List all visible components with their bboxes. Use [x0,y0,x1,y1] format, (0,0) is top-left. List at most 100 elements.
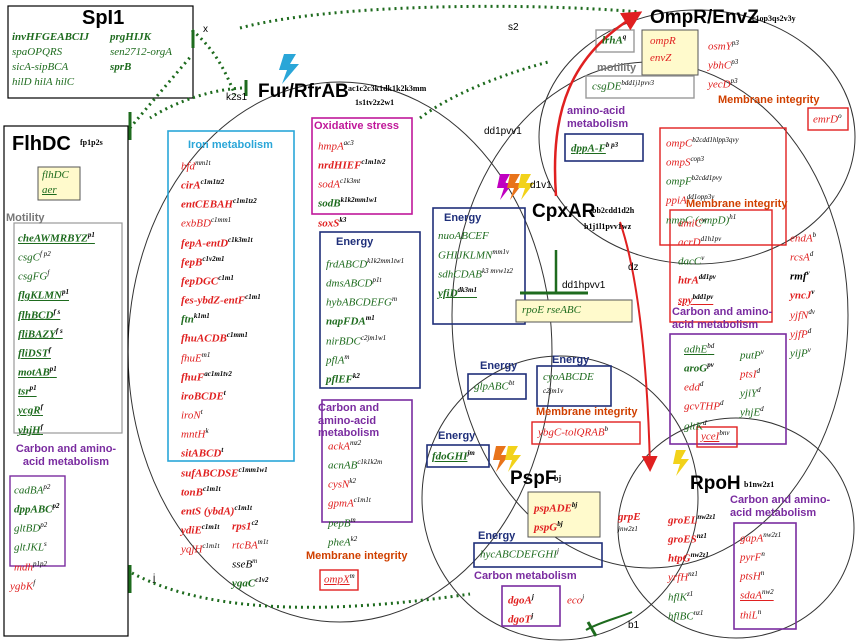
glpabc-box [467,373,527,400]
gene-entry: yjfPd [790,324,816,343]
gene-name: cadBA [14,484,44,497]
gene-reference: w [701,216,707,224]
rpoe-box [515,299,633,323]
gene-name: htrA [678,275,699,288]
gene-reference: d [807,326,812,335]
edge-label-b1: b1 [628,620,640,631]
edge-label-j: j [153,573,156,584]
spi1-gene: sprB [110,61,132,73]
hyc-box [473,542,603,568]
fur-energy-title: Energy [336,236,374,248]
gene-entry: dgoTj [508,609,534,628]
gene-reference: p1 [62,288,69,297]
gene-entry: htpGnw2z1 [668,548,716,567]
gene-entry: yecDp3 [708,74,739,93]
gene-name: fliDST [18,347,49,360]
gene-reference: b2cdd1hlpp3qvy [692,136,739,144]
gene-name: ptsH [740,570,761,583]
gene-reference: p1 [87,231,95,239]
gene-reference: ac1m1tv2 [204,369,232,378]
gene-reference: dk3m1 [457,285,477,294]
gene-name: ppiA [666,195,687,208]
gene-reference: c1k1k2m [357,458,383,467]
gene-name: csgFG [18,270,48,283]
flhdc-title: FlhDC [12,133,71,155]
gene-name: sdaA [740,590,762,603]
gene-name: nuoABCEF [438,230,489,242]
glpabc-gene: glpABCbt [474,379,515,393]
spi1-box [7,5,194,99]
spi1-gene: sicA-sipBCA [12,61,69,73]
gene-name: thiL [740,609,758,622]
shared-energy2-title: Energy [552,354,590,366]
gene-reference: d [760,405,764,414]
edge-label-s2: s2 [508,22,519,33]
gene-entry: rtcBAm1t [232,535,268,554]
gene-name: endA [790,232,813,245]
edge-label-dz: dz [628,262,639,273]
gene-reference: m [350,515,356,524]
gene-name: ompF [666,175,692,188]
gene-entry: hflBCnz1 [668,606,716,625]
gene-name: yhjH [18,424,41,437]
edge-label-k2s1: k2s1 [226,92,248,103]
gene-entry: yqjHc1m1t [181,539,268,558]
fur-title-sup1: ac1c2c3k1dk1k2k3mm [348,84,427,93]
gene-name: bfd [181,160,196,173]
gene-entry: ygaCc1v2 [232,573,268,592]
gene-reference: c1v2 [255,576,269,585]
gene-entry: pflEFk2 [326,369,404,388]
spi1-gene: invHFGEABCIJ [12,31,90,43]
gene-entry: fhuEm1 [181,348,268,367]
gene-name: sdhCDAB [438,268,482,281]
gene-entry: motABp1 [18,362,95,381]
cpxar-carbon-box [669,333,787,445]
ompr-title: OmpR/EnvZ [650,7,759,28]
cpxar-lightning-icon-1 [497,174,513,200]
flhdc-box-gene: aer [42,184,57,196]
gene-name: yjfP [790,328,808,341]
gene-entry: sdhCDABk3 mvw1z2 [438,264,513,283]
gene-name: edd [684,381,700,394]
gene-name: yijP [790,347,808,360]
gene-entry: groELnw2z1 [668,510,716,529]
pspf-inner-box [527,491,601,538]
gene-entry: yijPv [790,343,816,362]
gene-name: nirBDC [326,335,361,348]
gene-entry: gpmAc1m1t [328,493,382,512]
gene-reference: p1 [29,384,37,393]
gene-entry: rmfv [790,266,816,285]
cpxar-title: CpxAR [532,201,596,222]
gene-reference: f [47,269,50,278]
gene-entry: hmpAac3 [318,136,386,155]
gene-reference: k3 mvw1z2 [482,266,513,275]
gene-entry: GHIJKLMNmm1v [438,245,513,264]
gene-name: putP [740,349,761,362]
gene-reference: b [812,231,817,239]
gene-entry: ppiAdd1opp3v [666,190,739,209]
gene-entry: pyrFn [740,547,781,566]
gene-name: hflK [668,591,687,604]
gene-name: yrfH [668,572,689,585]
gene-entry: fepDGCc1m1 [181,271,268,290]
gene-reference: m1t [257,538,269,547]
gene-reference: d [702,418,707,427]
gene-name: mntH [181,428,206,441]
fur-lightning-icon [279,54,299,84]
gene-reference: j [531,612,534,621]
gene-entry: pspGbj [534,517,577,536]
gene-reference: p2 [40,521,48,530]
gene-name: gltBD [14,522,41,535]
gene-entry: sodAc1k3mt [318,174,386,193]
gene-name: entS (ybdA) [181,505,235,518]
gene-reference: n [757,607,762,616]
spi1-gene: prgHIJK [110,31,151,43]
gene-name: rcsA [790,251,810,264]
gene-reference: cop3 [690,155,705,164]
gene-entry: yhjHf [18,420,95,439]
gene-reference: nz1 [696,532,707,541]
